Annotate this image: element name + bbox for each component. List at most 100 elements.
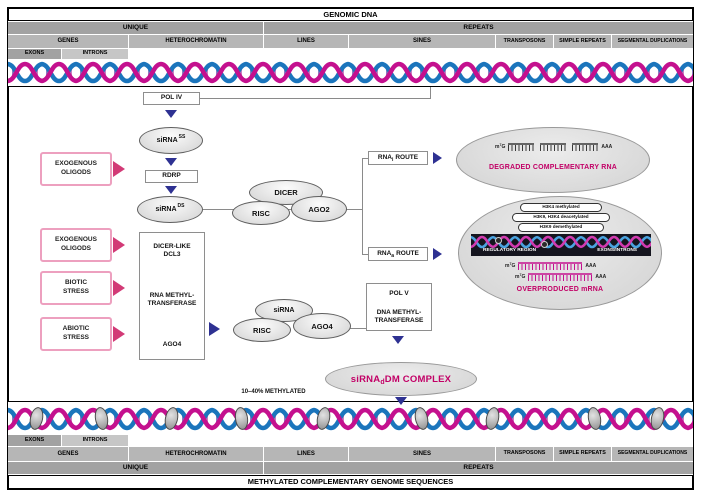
mrna-line-2: m7G AAA	[515, 271, 606, 283]
arrow-right-icon	[209, 322, 220, 336]
sirna-ds-sup: DS	[177, 202, 185, 209]
exons-bar-top: EXONS	[8, 49, 61, 59]
region-segmental-bottom: SEGMENTAL DUPLICATIONS	[612, 447, 693, 461]
abiotic-stress-box: ABIOTIC STRESS	[40, 317, 112, 351]
exogenous-oligods-box-2: EXOGENOUS OLIGODS	[40, 228, 112, 262]
sirna-label-2: siRNA	[273, 307, 295, 314]
connector-line	[362, 254, 369, 255]
exons-introns-label: EXONS/INTRONS	[597, 248, 637, 254]
ago4-ellipse: AGO4	[293, 313, 351, 339]
repeats-label: REPEATS	[463, 23, 494, 31]
ago2-ellipse: AGO2	[291, 196, 347, 222]
lines-label: LINES	[297, 38, 315, 45]
chromatin-strip: REGULATORY REGION EXONS/INTRONS	[471, 234, 651, 256]
dna-methyl-label-1: DNA METHYL-	[376, 309, 422, 317]
dna-helix-top	[8, 60, 693, 85]
exogenous-oligods-label-2: EXOGENOUS OLIGODS	[55, 236, 97, 252]
dna-methyltransferase-group: DNA METHYL- TRANSFERASE	[375, 309, 424, 325]
cap-g: G	[511, 262, 516, 269]
transposons-label: TRANSPOSONS	[503, 450, 546, 457]
transposons-label: TRANSPOSONS	[503, 37, 546, 44]
sirna-ss-label: siRNA	[156, 137, 178, 144]
mrna-icon	[528, 273, 593, 281]
h3k9-deacetylated-label: H3K9, H3K4 deacetylated	[533, 214, 589, 220]
arrow-down-icon	[165, 158, 177, 166]
region-sines-bottom: SINES	[349, 447, 495, 461]
introns-bar-top: INTRONS	[62, 49, 128, 59]
pol-v-box: POL V DNA METHYL- TRANSFERASE	[366, 283, 432, 331]
rna-methyl-label-1: RNA METHYL-	[149, 291, 195, 299]
arrow-right-pink-icon	[113, 161, 125, 177]
rnaa-route-word: ROUTE	[396, 249, 419, 257]
rna-methyltransferase-group: RNA METHYL- TRANSFERASE	[148, 292, 197, 308]
connector-line	[430, 87, 431, 99]
mrna-line-1: m7G AAA	[505, 260, 596, 272]
segmental-label: SEGMENTAL DUPLICATIONS	[617, 37, 688, 44]
cap-m: m	[515, 273, 520, 280]
risc-label-2: RISC	[253, 325, 271, 335]
exogenous-oligods-box-1: EXOGENOUS OLIGODS	[40, 152, 112, 186]
cap-7: 7	[519, 272, 522, 277]
rnaa-route-sub: a	[391, 252, 395, 259]
heterochromatin-label: HETEROCHROMATIN	[165, 38, 227, 45]
region-heterochromatin-bottom: HETEROCHROMATIN	[129, 447, 263, 461]
h3k4-methylated-pill: H3K4 methylated	[520, 203, 602, 212]
sirna-ss-sup: SS	[178, 133, 186, 140]
cap-7: 7	[509, 261, 512, 266]
region-transposons-top: TRANSPOSONS	[496, 35, 553, 48]
cap-label: m7G	[515, 272, 525, 280]
unique-bar-bottom: UNIQUE	[8, 462, 263, 474]
h3k9-demethylated-label: H3K9 demethylated	[539, 224, 583, 230]
biotic-stress-box: BIOTIC STRESS	[40, 271, 112, 305]
h3k9-deacetylated-pill: H3K9, H3K4 deacetylated	[512, 213, 610, 222]
arrow-down-icon	[165, 110, 177, 118]
connector-line	[362, 158, 363, 255]
dicer-label: DICER	[274, 188, 298, 197]
cap-label: m7G	[495, 142, 505, 150]
region-sines-top: SINES	[349, 35, 495, 48]
region-heterochromatin-top: HETEROCHROMATIN	[129, 35, 263, 48]
poly-a-label: AAA	[595, 273, 607, 280]
simple-repeats-label: SIMPLE REPEATS	[559, 450, 606, 457]
methylated-note-label: 10–40% METHYLATED	[241, 389, 306, 395]
repeats-label: REPEATS	[463, 463, 494, 471]
rnai-route-word: ROUTE	[395, 153, 419, 161]
connector-line	[348, 328, 367, 329]
overproduced-mrna-title: OVERPRODUCED mRNA	[516, 286, 604, 293]
risc-label-1: RISC	[252, 208, 270, 218]
rna-methyl-label-2: TRANSFERASE	[147, 300, 197, 308]
arrow-right-icon	[433, 152, 442, 164]
dicer-like-group: DICER-LIKE DCL3	[153, 243, 190, 259]
arrow-down-icon	[392, 336, 404, 344]
dicer-like-label: DICER-LIKE	[153, 243, 191, 250]
exons-label: EXONS	[24, 436, 45, 443]
pathway-frame	[8, 86, 693, 402]
pol-iv-box: POL IV	[143, 92, 200, 105]
biotic-stress-label: BIOTIC STRESS	[62, 279, 89, 295]
sines-label: SINES	[412, 450, 431, 457]
rdrp-label: RDRP	[162, 172, 181, 180]
regulatory-region-label: REGULATORY REGION	[483, 248, 537, 254]
ago4-box-label: AGO4	[162, 340, 182, 348]
dcl3-label: DCL3	[163, 251, 181, 259]
repeats-bar-top: REPEATS	[264, 22, 693, 34]
risc-ellipse-2: RISC	[233, 318, 291, 342]
histone-mark-icon	[495, 237, 502, 244]
genomic-dna-title: GENOMIC DNA	[8, 8, 693, 21]
rnai-route-prefix: RNA	[377, 153, 392, 161]
rdrp-box: RDRP	[145, 170, 198, 183]
overproduced-mrna-ellipse: H3K4 methylated H3K9, H3K4 deacetylated …	[458, 196, 662, 310]
heterochromatin-label: HETEROCHROMATIN	[165, 450, 227, 457]
unique-bar-top: UNIQUE	[8, 22, 263, 34]
abiotic-stress-label: ABIOTIC STRESS	[62, 325, 90, 341]
region-lines-top: LINES	[264, 35, 348, 48]
cap-label: m7G	[505, 261, 516, 269]
region-lines-bottom: LINES	[264, 447, 348, 461]
cap-7: 7	[499, 142, 502, 147]
arrow-right-pink-icon	[113, 326, 125, 342]
lines-label: LINES	[297, 450, 315, 457]
connector-line	[200, 98, 431, 99]
methylated-note: 10–40% METHYLATED	[226, 389, 321, 395]
sines-label: SINES	[412, 38, 431, 45]
